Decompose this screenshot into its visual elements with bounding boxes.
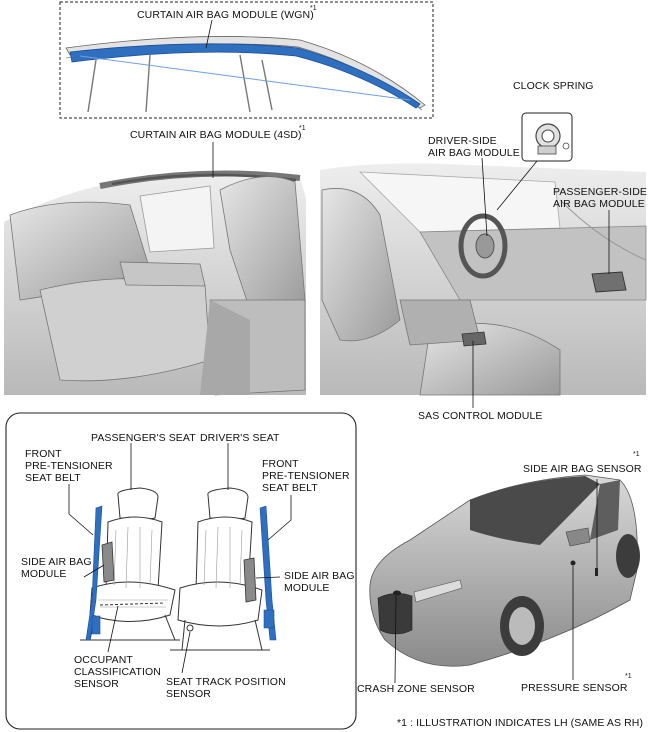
label-drivers-seat: DRIVER'S SEAT [200,432,280,444]
rear-interior-illustration [4,170,306,396]
side-airbag-driver [243,557,257,603]
seat-track-sensor-dot [186,624,194,632]
label-front-pretensioner-left: FRONT PRE-TENSIONER SEAT BELT [25,448,113,484]
label-driver-side-airbag: DRIVER-SIDE AIR BAG MODULE [428,135,520,159]
pretensioner-belt-right [259,505,277,641]
pretensioner-belt-left [85,505,103,641]
driver-airbag-hub [475,233,495,259]
top-leader-lines [212,142,610,408]
label-passengers-seat: PASSENGER'S SEAT [91,432,196,444]
pressure-sensor-mark [570,560,576,566]
clock-spring-callout [496,112,573,211]
side-airbag-sensor-mark [595,568,598,576]
label-pressure-sensor: PRESSURE SENSOR [521,682,628,694]
crash-zone-sensor-mark [393,590,401,596]
passenger-airbag-box [591,271,627,293]
label-sas-control-module: SAS CONTROL MODULE [418,410,543,422]
label-crash-zone-sensor: CRASH ZONE SENSOR [357,683,475,695]
label-passenger-side-airbag: PASSENGER-SIDE AIR BAG MODULE [553,186,647,210]
sas-module-box [461,331,487,347]
label-curtain-wgn: CURTAIN AIR BAG MODULE (WGN) [137,9,314,21]
label-side-airbag-module-left: SIDE AIR BAG MODULE [21,556,92,580]
label-side-airbag-sensor: SIDE AIR BAG SENSOR [523,463,642,475]
label-clock-spring: CLOCK SPRING [513,80,594,92]
label-front-pretensioner-right: FRONT PRE-TENSIONER SEAT BELT [262,458,350,494]
footnote-mark-side-sensor: *1 [633,451,640,458]
footnote-mark-4sd: *1 [299,125,306,132]
front-interior-illustration [320,163,647,396]
label-curtain-4sd: CURTAIN AIR BAG MODULE (4SD) [130,129,302,141]
label-seat-track-position-sensor: SEAT TRACK POSITION SENSOR [166,676,286,700]
label-side-airbag-module-right: SIDE AIR BAG MODULE [284,570,355,594]
footnote-mark-pressure: *1 [625,673,632,680]
side-airbag-passenger [101,541,115,583]
footnote-mark-wgn: *1 [310,5,317,12]
wgn-curtain-inset [59,1,434,119]
curtain-airbag-wgn [69,43,421,109]
label-occupant-classification-sensor: OCCUPANT CLASSIFICATION SENSOR [74,654,161,690]
footnote-text: *1 : ILLUSTRATION INDICATES LH (SAME AS … [397,717,644,729]
exterior-car-illustration [369,474,640,684]
seat-detail-box [5,412,357,730]
